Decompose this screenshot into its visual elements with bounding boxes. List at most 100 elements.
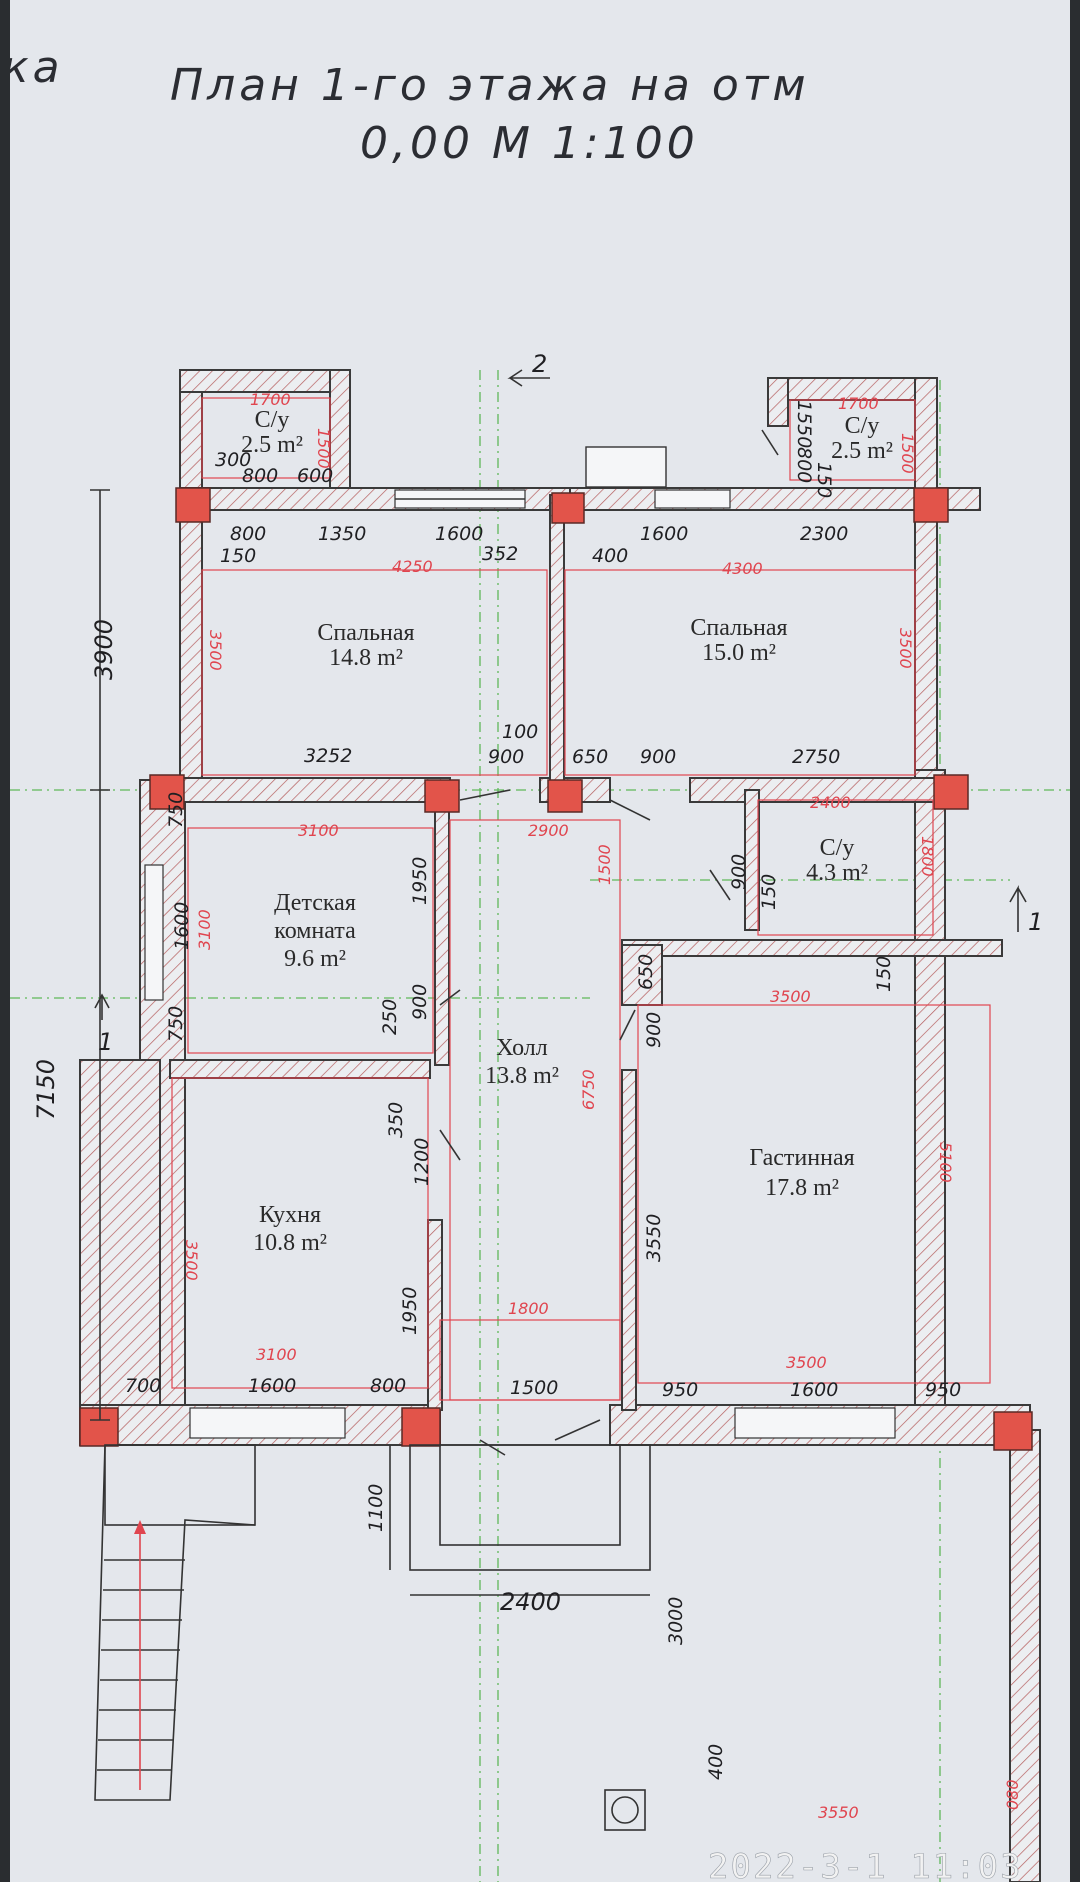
dim-900-bed-right: 900 [640,746,676,768]
section-arrow-1-left [94,993,110,1020]
dim-1500-hall: 1500 [595,844,614,885]
dim-900-bath: 900 [728,854,750,890]
dim-300: 300 [215,449,251,471]
dim-1500-bottom: 1500 [510,1377,558,1399]
dim-3100-kids: 3100 [298,821,339,840]
vent-circle [611,1796,639,1824]
porch [94,1444,651,1801]
stairs [97,1520,185,1790]
dim-4250: 4250 [392,557,433,576]
photo-timestamp: 2022-3-1 11:03 [708,1847,1023,1882]
dim-400-porch: 400 [705,1744,727,1780]
dim-250: 250 [379,999,401,1035]
dim-3550-living: 3550 [643,1214,665,1262]
dim-900-living-door: 900 [643,1012,665,1048]
section-marker-1-right: 1 [1028,908,1043,936]
dim-700: 700 [125,1375,161,1397]
dim-1550: 1550 [793,400,815,448]
dim-1600-wall-left: 1600 [435,523,483,545]
windows [144,446,896,1439]
dim-6750: 6750 [579,1069,598,1110]
dim-400-wall: 400 [592,545,628,567]
dim-100: 100 [502,721,538,743]
room-bedroom2-name: Спальная [690,615,787,641]
title-corner: ка [10,42,64,93]
walls [79,369,1041,1882]
dim-1600-bottom-right: 1600 [790,1379,838,1401]
dim-2400-bath: 2400 [810,793,851,812]
dim-1950-kitchen: 1950 [399,1287,421,1335]
dim-3550-porch: 3550 [818,1803,859,1822]
dim-600: 600 [297,465,333,487]
room-bath3-name: С/у [820,835,855,861]
dim-1600-wall-right: 1600 [640,523,688,545]
doors [439,429,779,1456]
title-line2: 0,00 М 1:100 [360,118,699,169]
section-arrow-2 [507,369,550,387]
dim-1800-bath: 1800 [918,836,937,877]
dim-650-bed: 650 [572,746,608,768]
dim-1950-kids: 1950 [409,857,431,905]
dim-3500-living-top: 3500 [770,987,811,1006]
dim-350: 350 [385,1102,407,1138]
section-arrow-1-right [1009,884,1027,932]
room-kitchen-name: Кухня [259,1202,321,1228]
dim-5100: 5100 [936,1142,955,1183]
columns [79,487,1033,1451]
room-bath2-name: С/у [845,413,880,439]
room-kids-name: Детская [274,890,356,916]
dim-1500-left: 1500 [314,428,333,469]
dim-3500-kitchen-side: 3500 [182,1240,201,1281]
dim-2900: 2900 [528,821,569,840]
dim-800-right: 800 [793,447,815,483]
dim-3100-kitchen: 3100 [256,1345,297,1364]
drawing-sheet: ка План 1-го этажа на отм 0,00 М 1:100 [10,0,1070,1882]
dim-800-bottom: 800 [370,1375,406,1397]
dim-750-kids-bottom: 750 [165,1006,187,1042]
room-bedroom1-area: 14.8 m² [329,645,403,671]
dim-1700-right: 1700 [838,394,879,413]
section-marker-1-left: 1 [98,1028,113,1056]
dim-1350: 1350 [318,523,366,545]
dim-150-bath: 150 [758,874,780,910]
dim-1200: 1200 [411,1138,433,1186]
dim-1600-kids: 1600 [171,902,193,950]
dim-3900: 3900 [90,619,118,680]
dim-800-top: 800 [242,465,278,487]
room-living-name: Гастинная [749,1145,854,1171]
dim-1600-bottom-left: 1600 [248,1375,296,1397]
dim-1500-right: 1500 [898,433,917,474]
room-bath1-name: С/у [255,407,290,433]
dim-352: 352 [482,543,518,565]
dim-150-wall: 150 [220,545,256,567]
dim-4300: 4300 [722,559,763,578]
dim-080: 080 [1003,1779,1022,1810]
dim-900-bed-left: 900 [488,746,524,768]
dim-3500-bed-right: 3500 [896,628,915,669]
room-bedroom1-name: Спальная [317,620,414,646]
dim-150-right: 150 [813,462,835,498]
room-living-area: 17.8 m² [765,1175,839,1201]
room-bath1-area: 2.5 m² [241,432,303,458]
dim-950-left: 950 [662,1379,698,1401]
dim-3100-kids-side: 3100 [195,909,214,950]
dim-3500-living-bottom: 3500 [786,1353,827,1372]
dim-2300: 2300 [800,523,848,545]
section-marker-2: 2 [532,350,547,378]
dim-1800-hall: 1800 [508,1299,549,1318]
room-kids-area: 9.6 m² [284,946,346,972]
dim-7150: 7150 [32,1059,60,1120]
vent [604,1789,646,1831]
dim-800-wall: 800 [230,523,266,545]
room-bedroom2-area: 15.0 m² [702,640,776,666]
dim-3000: 3000 [665,1597,687,1645]
dim-1100: 1100 [365,1484,387,1532]
dim-950-right: 950 [925,1379,961,1401]
room-hall-name: Холл [496,1035,547,1061]
room-hall-area: 13.8 m² [485,1063,559,1089]
dim-2750: 2750 [792,746,840,768]
dim-3252: 3252 [304,745,352,767]
dim-2400-porch: 2400 [500,1588,561,1616]
dim-150-living: 150 [873,956,895,992]
room-kids-name2: комната [274,918,356,944]
